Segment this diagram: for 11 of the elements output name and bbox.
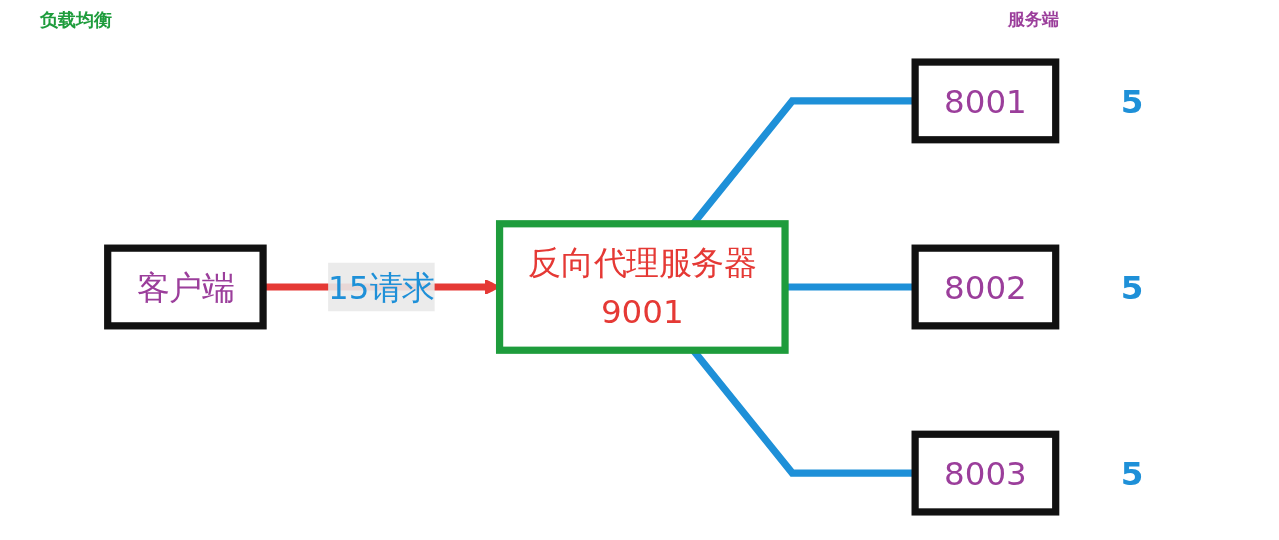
node-label: 5 <box>1120 454 1143 493</box>
edge-label: 15请求 <box>327 268 435 306</box>
node-box: 8002 <box>911 244 1059 330</box>
node-label: 5 <box>1120 268 1143 306</box>
node-label: 5 <box>1120 81 1143 120</box>
diagram-title: 负载均衡 <box>40 8 112 32</box>
node-box: 反向代理服务器 9001 <box>495 220 789 354</box>
node-box: 8003 <box>911 430 1059 516</box>
node-box: 8001 <box>911 58 1059 144</box>
column-heading: 服务端 <box>1008 9 1059 29</box>
node-box: 客户端 <box>103 244 267 330</box>
